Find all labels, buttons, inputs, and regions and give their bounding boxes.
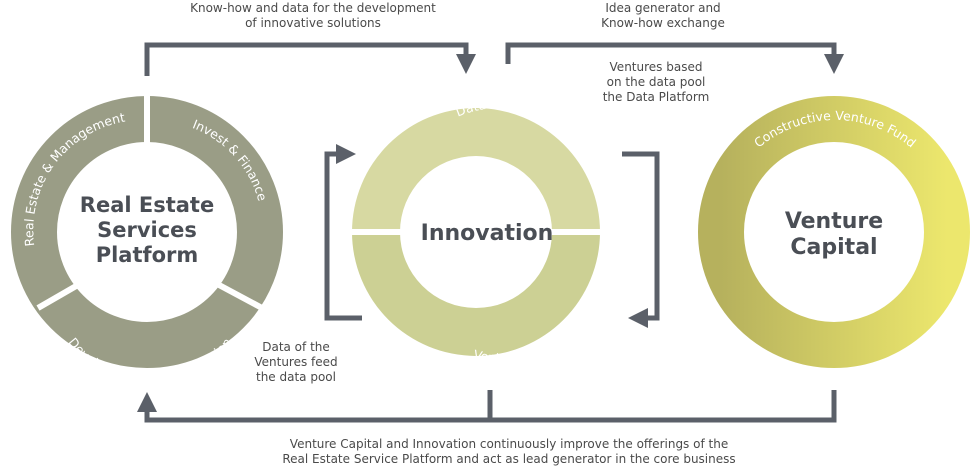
left-title-line-1: Real Estate xyxy=(80,193,214,217)
note-idea-line-2: Know-how exchange xyxy=(601,16,725,30)
arrow-platform-to-innovation xyxy=(144,42,476,76)
innovation-title: Innovation xyxy=(421,221,554,246)
note-knowhow-line-1: Know-how and data for the development xyxy=(190,1,436,15)
segment-ventures: Ventures xyxy=(472,347,528,365)
note-idea-line-1: Idea generator and xyxy=(605,1,720,15)
innovation-ring: Data Platform Ventures Innovation xyxy=(345,96,607,365)
note-data-feed-line-3: the data pool xyxy=(256,370,336,384)
arrow-ventures-to-data-platform xyxy=(324,144,362,321)
note-ventures-based-line-3: the Data Platform xyxy=(603,90,710,104)
note-bottom-line-2: Real Estate Service Platform and act as … xyxy=(282,452,735,466)
left-ring-divider-left xyxy=(36,275,92,311)
left-title-line-2: Services xyxy=(97,218,197,242)
arrow-data-platform-to-ventures xyxy=(622,151,660,328)
note-data-feed-line-1: Data of the xyxy=(262,340,330,354)
vc-title-line-2: Capital xyxy=(790,235,877,260)
connector-arrows xyxy=(137,42,844,423)
note-bottom-line-1: Venture Capital and Innovation continuou… xyxy=(290,437,728,451)
note-ventures-based-line-1: Ventures based xyxy=(610,60,703,74)
left-ring-divider-right xyxy=(204,275,264,311)
note-ventures-based-line-2: on the data pool xyxy=(607,75,706,89)
arrow-feedback-to-platform xyxy=(137,390,493,423)
real-estate-platform-ring: Real Estate & Management Invest & Financ… xyxy=(11,80,283,387)
innovation-ring-bottom xyxy=(352,232,600,356)
innovation-ring-top xyxy=(352,108,600,232)
venture-capital-ring: Constructive Venture Fund Venture Capita… xyxy=(698,96,970,368)
venture-capital-band xyxy=(698,96,970,368)
note-data-feed-line-2: Ventures feed xyxy=(254,355,337,369)
line-vc-feedback xyxy=(490,390,837,423)
vc-title-line-1: Venture xyxy=(785,209,883,234)
segment-data-platform: Data Platform xyxy=(454,96,547,120)
left-title-line-3: Platform xyxy=(96,243,199,267)
note-knowhow-line-2: of innovative solutions xyxy=(245,16,381,30)
arrow-idea-exchange xyxy=(505,42,844,74)
